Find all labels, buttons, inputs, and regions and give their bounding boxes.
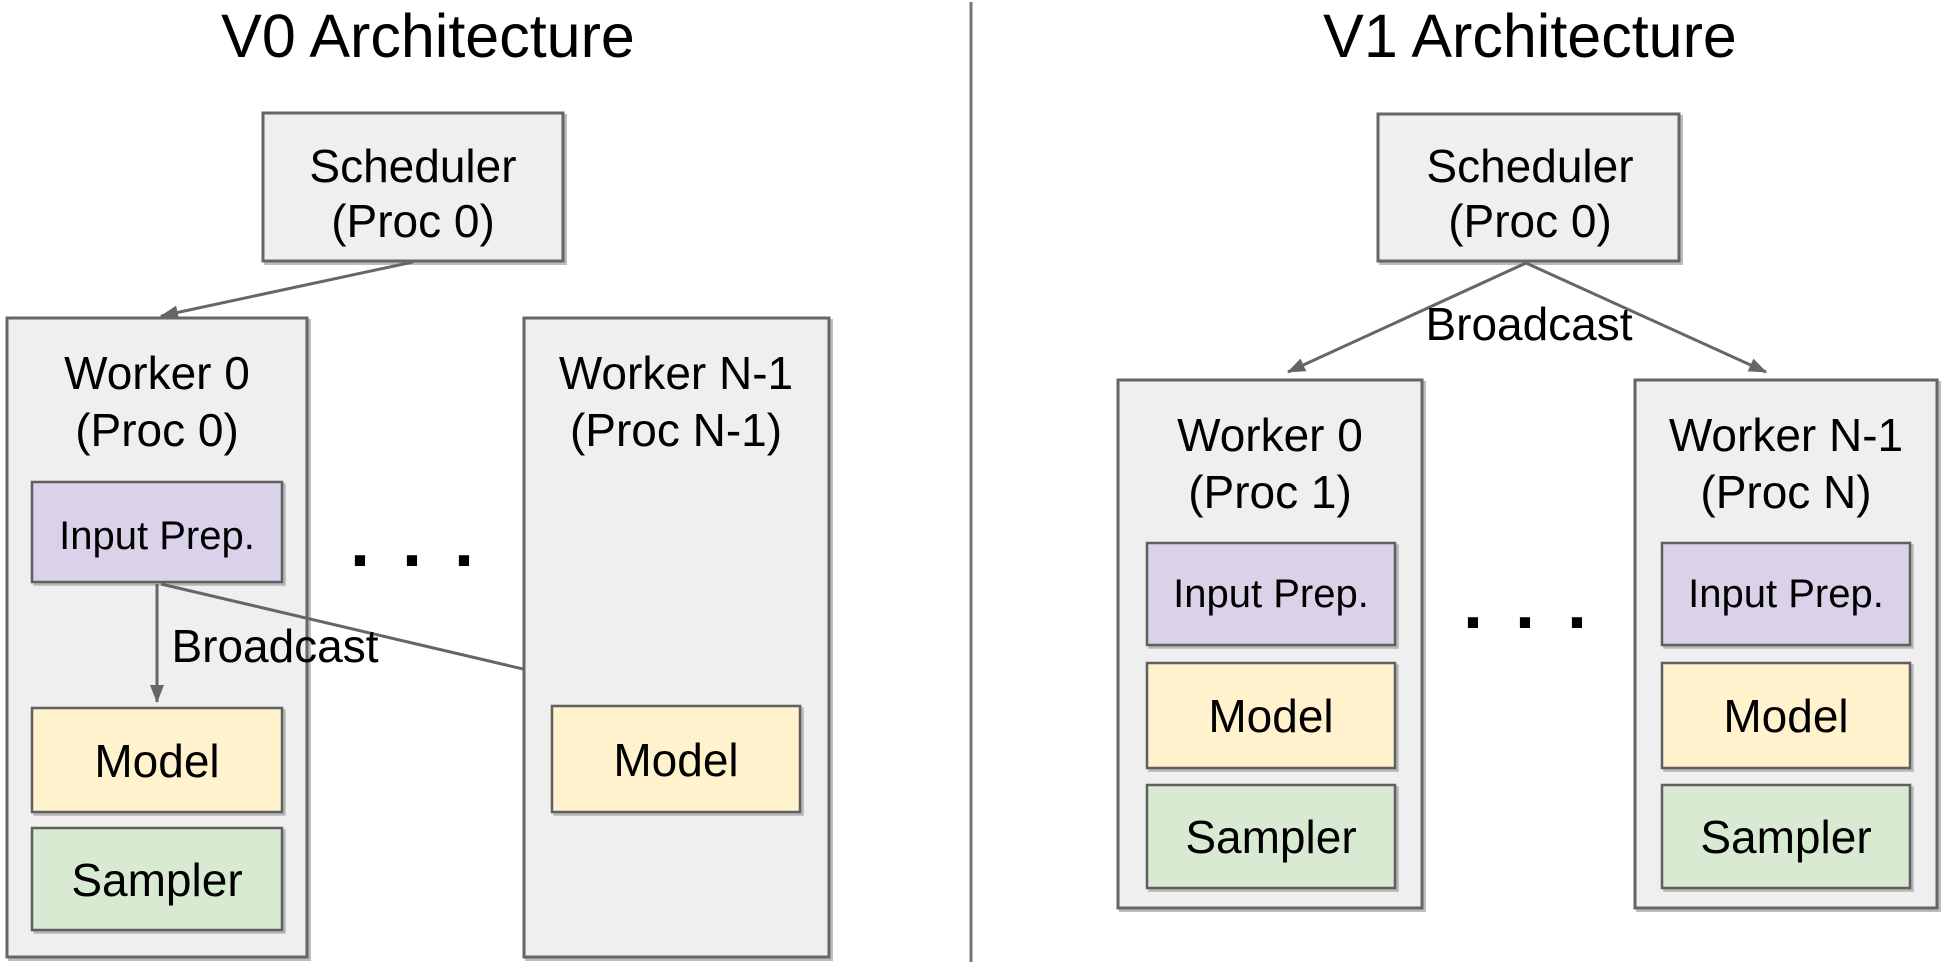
v1-ellipsis-dots: . . . (1463, 564, 1593, 644)
v0-worker0-label-line2: (Proc 0) (75, 404, 239, 456)
v1-panel: V1 Architecture Scheduler (Proc 0) Broad… (1116, 2, 1939, 910)
v1-worker0-model-label: Model (1208, 690, 1333, 742)
v0-worker0-label-line1: Worker 0 (64, 347, 250, 399)
v1-worker0-sampler-label: Sampler (1185, 811, 1356, 863)
v1-worker0-sampler-box (1145, 783, 1397, 890)
v0-worker0-model-label: Model (94, 735, 219, 787)
v0-scheduler-label-line2: (Proc 0) (331, 195, 495, 247)
v0-workerN-model-box (550, 704, 802, 814)
v1-scheduler-label-line1: Scheduler (1426, 140, 1633, 192)
v0-scheduler-to-worker0-arrow (160, 260, 414, 320)
v1-workerN-input-prep-label: Input Prep. (1688, 572, 1884, 616)
v0-workerN-label-line1: Worker N-1 (559, 347, 793, 399)
v0-worker0-input-prep-label: Input Prep. (59, 514, 255, 558)
v0-panel-title: V0 Architecture (221, 2, 635, 70)
v1-scheduler-to-workerN-arrow (1525, 261, 1767, 374)
v1-workerN-sampler-box (1660, 783, 1912, 890)
v1-panel-title: V1 Architecture (1323, 2, 1737, 70)
v0-worker0-sampler-label: Sampler (71, 854, 242, 906)
v1-scheduler-to-worker0-arrow (1287, 261, 1527, 374)
v0-broadcast-label: Broadcast (171, 620, 378, 672)
v1-worker0-label-line2: (Proc 1) (1188, 466, 1352, 518)
v0-workerN-label-line2: (Proc N-1) (570, 404, 782, 456)
v0-workerN-model-label: Model (613, 734, 738, 786)
v1-workerN-sampler-label: Sampler (1700, 811, 1871, 863)
v1-workerN-label-line1: Worker N-1 (1669, 409, 1903, 461)
v1-broadcast-label: Broadcast (1425, 298, 1632, 350)
v0-scheduler-box (261, 111, 565, 263)
v0-worker0-model-box (30, 706, 284, 814)
v0-workerN-box (522, 316, 831, 959)
v0-worker0-sampler-box (30, 826, 284, 932)
v1-worker0-label-line1: Worker 0 (1177, 409, 1363, 461)
v0-ellipsis-dots: . . . (350, 502, 480, 582)
v1-scheduler-box (1376, 112, 1681, 263)
v1-workerN-input-prep-box (1660, 541, 1912, 647)
v0-panel: V0 Architecture Scheduler (Proc 0) Worke… (5, 2, 831, 959)
v0-worker0-input-prep-box (30, 480, 284, 584)
v0-scheduler-label-line1: Scheduler (309, 140, 516, 192)
v1-worker0-input-prep-label: Input Prep. (1173, 572, 1369, 616)
v1-scheduler-label-line2: (Proc 0) (1448, 195, 1612, 247)
v1-workerN-model-label: Model (1723, 690, 1848, 742)
v1-workerN-model-box (1660, 661, 1912, 770)
v1-worker0-input-prep-box (1145, 541, 1397, 647)
v1-workerN-label-line2: (Proc N) (1700, 466, 1871, 518)
v1-worker0-model-box (1145, 661, 1397, 770)
